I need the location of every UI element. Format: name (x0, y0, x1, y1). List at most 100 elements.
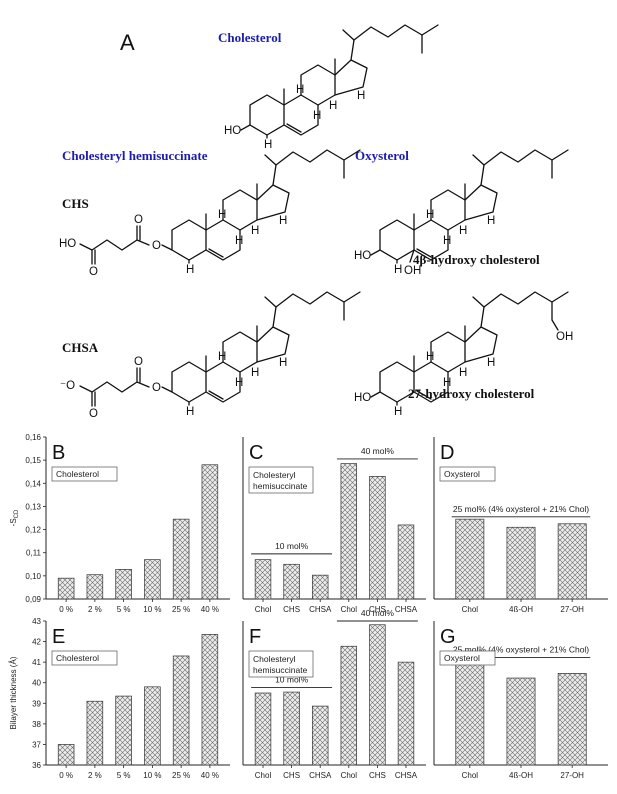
bar-f (311, 705, 329, 766)
x-tick-label-f: CHSA (395, 771, 418, 780)
bar-f (254, 692, 272, 766)
y-axis-label-b: -SCD (9, 509, 20, 526)
svg-text:OH: OH (404, 265, 421, 277)
x-tick-label-f: CHS (369, 771, 386, 780)
x-tick-label-g: 27-OH (560, 771, 584, 780)
x-tick-label-e: 10 % (143, 771, 161, 780)
bar-b (115, 569, 132, 600)
svg-text:O: O (134, 214, 143, 226)
x-tick-label-e: 40 % (201, 771, 219, 780)
x-tick-label-c: CHS (283, 605, 300, 614)
group-label-d: 25 mol% (4% oxysterol + 21% Chol) (453, 504, 589, 514)
panel-label-a: A (120, 30, 135, 55)
x-tick-label-e: 2 % (88, 771, 102, 780)
bar-f (397, 661, 415, 766)
y-tick-label-b: 0,12 (25, 526, 41, 535)
x-tick-label-e: 5 % (117, 771, 131, 780)
x-tick-label-d: 27-OH (560, 605, 584, 614)
chs-group-title: Cholesteryl hemisuccinate (62, 148, 208, 163)
bar-f (340, 645, 358, 766)
x-tick-label-c: Chol (341, 605, 358, 614)
bar-d (557, 523, 587, 600)
x-tick-label-g: Chol (462, 771, 479, 780)
bar-c (369, 475, 386, 600)
svg-text:HO: HO (224, 125, 241, 137)
bar-b (172, 518, 190, 600)
y-tick-label-b: 0,13 (25, 502, 41, 511)
legend-box-e (51, 650, 118, 666)
legend-box-b (51, 466, 118, 482)
panel-label-f: F (249, 626, 261, 648)
group-label-c: 40 mol% (361, 446, 395, 456)
legend-text-f: hemisuccinate (253, 665, 308, 675)
x-tick-label-f: Chol (255, 771, 272, 780)
svg-text:HO: HO (59, 238, 76, 250)
bar-g (506, 677, 536, 766)
legend-box-c (248, 466, 314, 494)
cholesterol-title: Cholesterol (218, 30, 282, 45)
x-tick-label-d: 4ß-OH (509, 605, 533, 614)
bar-g (557, 673, 587, 766)
group-label-c: 10 mol% (275, 541, 309, 551)
svg-text:O: O (152, 382, 161, 394)
panel-label-c: C (249, 442, 263, 464)
x-tick-label-b: 5 % (117, 605, 131, 614)
oxysterol-title: Oxysterol (355, 148, 409, 163)
bar-e (172, 655, 190, 766)
svg-text:⁻O: ⁻O (60, 380, 75, 392)
bar-c (340, 463, 358, 600)
group-label-f: 40 mol% (361, 608, 395, 618)
legend-box-f (248, 650, 314, 678)
chs-structure: O O O HO (59, 149, 361, 278)
x-tick-label-e: 25 % (172, 771, 190, 780)
x-tick-label-e: 0 % (59, 771, 73, 780)
panel-label-d: D (440, 442, 454, 464)
bar-f (369, 624, 386, 766)
cholesterol-structure: HO (224, 24, 439, 152)
x-tick-label-f: CHS (283, 771, 300, 780)
group-label-f: 10 mol% (275, 674, 309, 684)
x-tick-label-c: Chol (255, 605, 272, 614)
x-tick-label-c: CHSA (395, 605, 418, 614)
y-tick-label-b: 0,15 (25, 456, 41, 465)
y-tick-label-e: 38 (32, 720, 41, 729)
panel-label-g: G (440, 626, 456, 648)
x-tick-label-b: 0 % (59, 605, 73, 614)
svg-text:O: O (89, 266, 98, 278)
chsa-label: CHSA (62, 340, 99, 355)
y-axis-label-sub-b: CD (14, 509, 20, 518)
x-tick-label-b: 40 % (201, 605, 219, 614)
hydroxy27-structure: HO OH (354, 291, 573, 419)
legend-box-g (439, 650, 496, 666)
x-tick-label-b: 2 % (88, 605, 102, 614)
legend-text-b: Cholesterol (56, 469, 99, 479)
chsa-structure: O O O ⁻O (60, 291, 361, 420)
panel-label-e: E (52, 626, 65, 648)
chs-label: CHS (62, 196, 89, 211)
structures-panel: H H H H H A Cholesterol Cholesteryl hemi… (59, 24, 573, 420)
y-tick-label-b: 0,14 (25, 479, 41, 488)
svg-text:HO: HO (354, 250, 371, 262)
svg-text:HO: HO (354, 392, 371, 404)
bar-f (283, 691, 300, 766)
x-tick-label-d: Chol (462, 605, 479, 614)
x-tick-label-f: Chol (341, 771, 358, 780)
x-tick-label-g: 4ß-OH (509, 771, 533, 780)
bar-c (254, 559, 272, 600)
bar-b (144, 559, 161, 600)
bar-d (455, 518, 485, 600)
legend-text-e: Cholesterol (56, 653, 99, 663)
bar-c (397, 524, 415, 600)
legend-text-d: Oxysterol (444, 469, 480, 479)
bar-g (455, 663, 485, 766)
bar-b (201, 464, 219, 600)
bar-d (506, 526, 536, 600)
hydroxy4-structure: HO OH (354, 149, 569, 277)
x-tick-label-f: CHSA (309, 771, 332, 780)
y-tick-label-b: 0,11 (26, 549, 42, 558)
x-tick-label-c: CHS (369, 605, 386, 614)
svg-text:O: O (89, 408, 98, 420)
y-tick-label-e: 37 (32, 740, 41, 749)
legend-box-d (439, 466, 496, 482)
